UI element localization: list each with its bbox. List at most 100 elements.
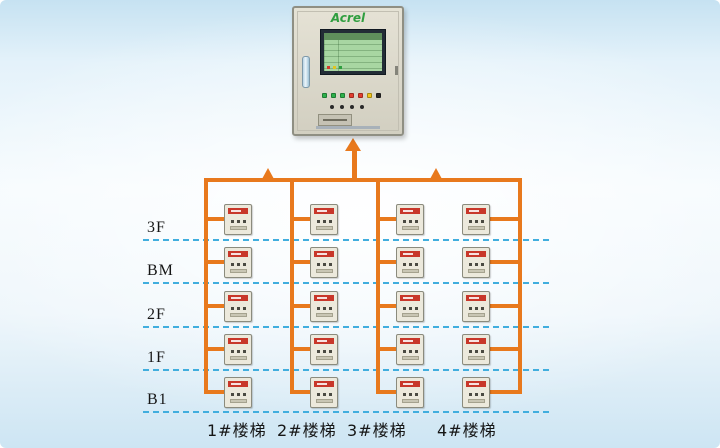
bus-stub-line bbox=[490, 217, 521, 221]
device-terminals bbox=[317, 307, 332, 310]
horizontal-bus-line bbox=[204, 178, 522, 182]
device-slot bbox=[402, 226, 419, 230]
device-slot bbox=[316, 313, 333, 317]
bus-up-arrow-icon bbox=[262, 168, 274, 179]
monitor-device bbox=[310, 334, 338, 365]
monitor-device bbox=[396, 291, 424, 322]
monitor-device bbox=[462, 204, 490, 235]
device-terminals bbox=[403, 350, 418, 353]
floor-divider-line bbox=[143, 239, 549, 241]
floor-divider-line bbox=[143, 411, 549, 413]
device-slot bbox=[468, 356, 485, 360]
device-slot bbox=[230, 399, 247, 403]
device-indicator-strip bbox=[228, 251, 248, 257]
bus-up-arrow-icon bbox=[430, 168, 442, 179]
device-indicator-strip bbox=[314, 338, 334, 344]
bus-riser-line bbox=[376, 178, 380, 394]
device-indicator-strip bbox=[314, 251, 334, 257]
bus-stub-line bbox=[490, 347, 521, 351]
nameplate-strip bbox=[316, 126, 380, 129]
bus-stub-line bbox=[293, 217, 310, 221]
cabinet-screen-bezel bbox=[320, 29, 386, 75]
level-tube bbox=[302, 56, 310, 88]
device-terminals bbox=[231, 393, 246, 396]
monitor-device bbox=[224, 247, 252, 278]
stair-label-4: 4#楼梯 bbox=[437, 421, 497, 440]
monitor-device bbox=[462, 377, 490, 408]
stair-label-1: 1#楼梯 bbox=[207, 421, 267, 440]
monitor-device bbox=[224, 291, 252, 322]
monitor-device bbox=[310, 247, 338, 278]
device-slot bbox=[468, 269, 485, 273]
bus-riser-line bbox=[290, 178, 294, 394]
bus-stub-line bbox=[379, 217, 396, 221]
device-indicator-strip bbox=[228, 338, 248, 344]
device-slot bbox=[316, 399, 333, 403]
device-terminals bbox=[403, 220, 418, 223]
bus-stub-line bbox=[207, 347, 224, 351]
floor-divider-line bbox=[143, 369, 549, 371]
device-indicator-strip bbox=[466, 381, 486, 387]
device-slot bbox=[230, 356, 247, 360]
device-terminals bbox=[469, 307, 484, 310]
monitor-device bbox=[462, 334, 490, 365]
device-slot bbox=[468, 226, 485, 230]
device-terminals bbox=[317, 393, 332, 396]
stair-label-3: 3#楼梯 bbox=[347, 421, 407, 440]
device-terminals bbox=[469, 263, 484, 266]
device-terminals bbox=[317, 350, 332, 353]
device-slot bbox=[468, 399, 485, 403]
bus-stub-line bbox=[293, 347, 310, 351]
floor-label-3f: 3F bbox=[147, 219, 166, 236]
bus-stub-line bbox=[207, 217, 224, 221]
device-indicator-strip bbox=[400, 381, 420, 387]
device-indicator-strip bbox=[228, 381, 248, 387]
monitor-device bbox=[310, 291, 338, 322]
device-indicator-strip bbox=[466, 295, 486, 301]
cabinet-link-line bbox=[352, 150, 357, 180]
device-terminals bbox=[317, 220, 332, 223]
bus-stub-line bbox=[207, 304, 224, 308]
control-cabinet: Acrel bbox=[292, 6, 404, 136]
device-slot bbox=[468, 313, 485, 317]
device-terminals bbox=[317, 263, 332, 266]
device-terminals bbox=[469, 393, 484, 396]
bus-stub-line bbox=[379, 390, 396, 394]
monitor-device bbox=[396, 334, 424, 365]
device-indicator-strip bbox=[400, 338, 420, 344]
indicator-lights bbox=[322, 93, 381, 98]
cabinet-up-arrow-icon bbox=[345, 138, 361, 151]
device-terminals bbox=[403, 307, 418, 310]
device-indicator-strip bbox=[466, 208, 486, 214]
device-terminals bbox=[469, 220, 484, 223]
bus-riser-line bbox=[518, 178, 522, 394]
device-indicator-strip bbox=[400, 208, 420, 214]
device-terminals bbox=[469, 350, 484, 353]
device-indicator-strip bbox=[228, 295, 248, 301]
bus-stub-line bbox=[293, 390, 310, 394]
device-slot bbox=[402, 356, 419, 360]
device-slot bbox=[230, 226, 247, 230]
bus-stub-line bbox=[379, 347, 396, 351]
floor-label-b1: B1 bbox=[147, 391, 168, 408]
bus-stub-line bbox=[379, 260, 396, 264]
monitor-device bbox=[462, 247, 490, 278]
panel-buttons bbox=[330, 105, 364, 109]
monitor-device bbox=[462, 291, 490, 322]
bus-stub-line bbox=[490, 260, 521, 264]
monitor-device bbox=[396, 204, 424, 235]
device-terminals bbox=[231, 307, 246, 310]
monitor-device bbox=[224, 204, 252, 235]
bus-stub-line bbox=[490, 304, 521, 308]
device-indicator-strip bbox=[314, 208, 334, 214]
device-slot bbox=[402, 399, 419, 403]
device-slot bbox=[230, 313, 247, 317]
floor-label-2f: 2F bbox=[147, 306, 166, 323]
device-indicator-strip bbox=[228, 208, 248, 214]
acrel-logo: Acrel bbox=[330, 11, 366, 25]
monitor-device bbox=[396, 377, 424, 408]
device-terminals bbox=[403, 393, 418, 396]
bus-stub-line bbox=[293, 260, 310, 264]
bus-stub-line bbox=[207, 260, 224, 264]
